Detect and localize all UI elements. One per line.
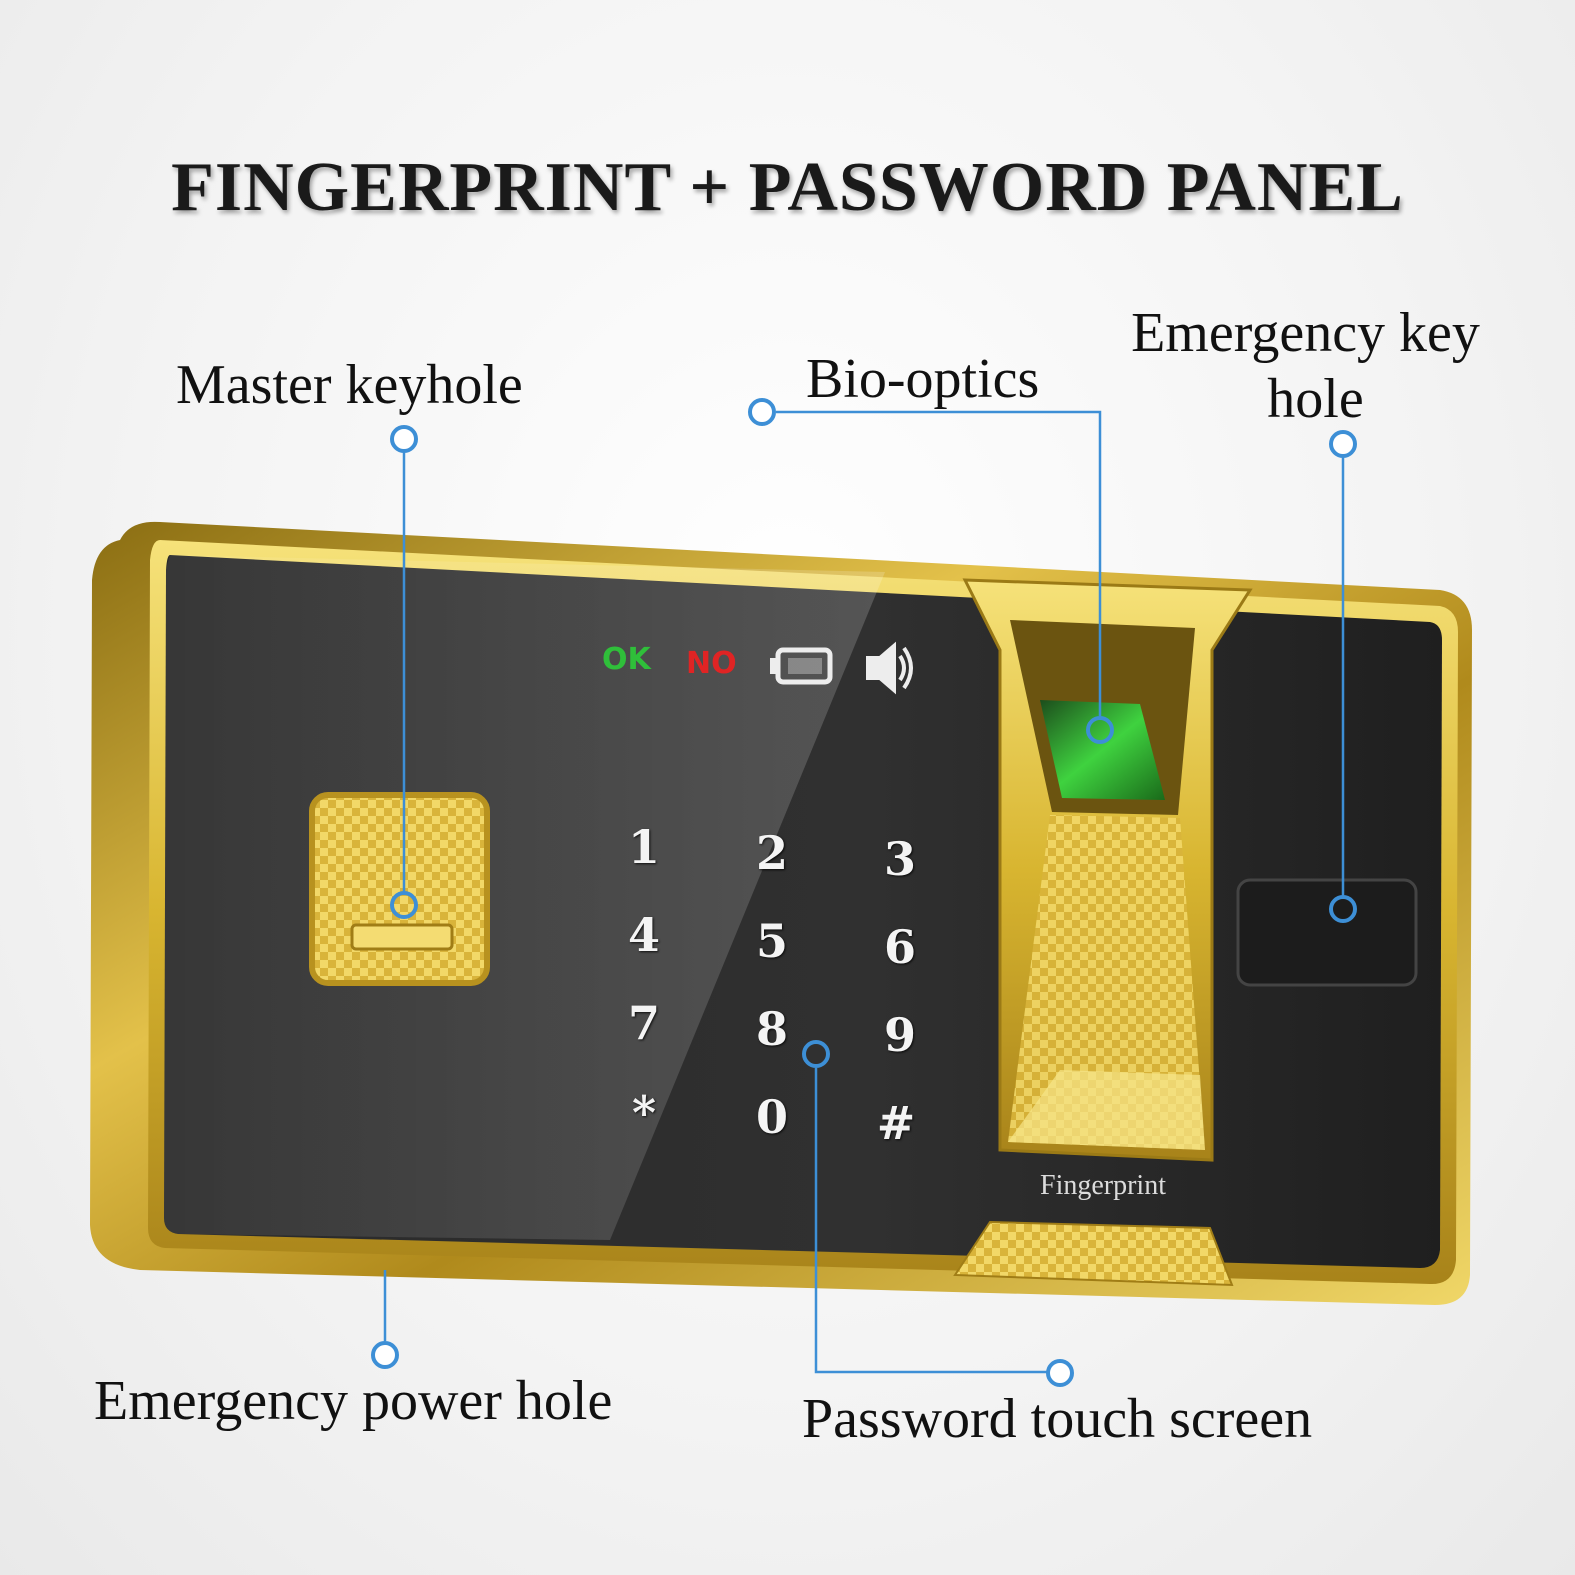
emergency-key-hole [1236,878,1418,987]
callout-dot [390,891,418,919]
master-keyhole [309,792,490,986]
label-emergency-key-hole-line1: Emergency key [1131,302,1480,364]
label-emergency-power-hole: Emergency power hole [94,1370,613,1432]
key-3[interactable]: 3 [883,832,916,886]
speaker-icon [866,641,913,695]
callout-dot [1086,716,1114,744]
label-emergency-key-hole-line2: hole [1267,368,1364,430]
callout-dot [1329,895,1357,923]
bottom-pull [953,1220,1234,1287]
key-8[interactable]: 8 [755,1002,788,1056]
label-emergency-key-hole: Emergency key hole [1108,300,1503,432]
key-9[interactable]: 9 [883,1008,916,1062]
key-5[interactable]: 5 [755,914,788,968]
callout-dot [1329,430,1357,458]
key-7[interactable]: 7 [627,996,660,1050]
key-0[interactable]: 0 [755,1090,788,1144]
callout-dot [1046,1359,1074,1387]
callout-dot [748,398,776,426]
label-master-keyhole: Master keyhole [176,354,523,416]
page-title: FINGERPRINT + PASSWORD PANEL [171,149,1404,226]
key-4[interactable]: 4 [627,908,660,962]
status-no: NO [686,646,737,681]
key-2[interactable]: 2 [755,826,788,880]
label-password-touch-screen: Password touch screen [802,1388,1313,1450]
callout-dot [390,425,418,453]
key-hash[interactable]: # [876,1096,916,1150]
label-bio-optics: Bio-optics [806,348,1040,410]
key-1[interactable]: 1 [627,820,660,874]
key-star[interactable]: * [631,1086,657,1140]
battery-icon [770,647,833,685]
callout-dot [371,1341,399,1369]
fingerprint-label: Fingerprint [1040,1170,1166,1201]
callout-dot [802,1040,830,1068]
key-6[interactable]: 6 [883,920,916,974]
status-ok: OK [602,642,651,677]
